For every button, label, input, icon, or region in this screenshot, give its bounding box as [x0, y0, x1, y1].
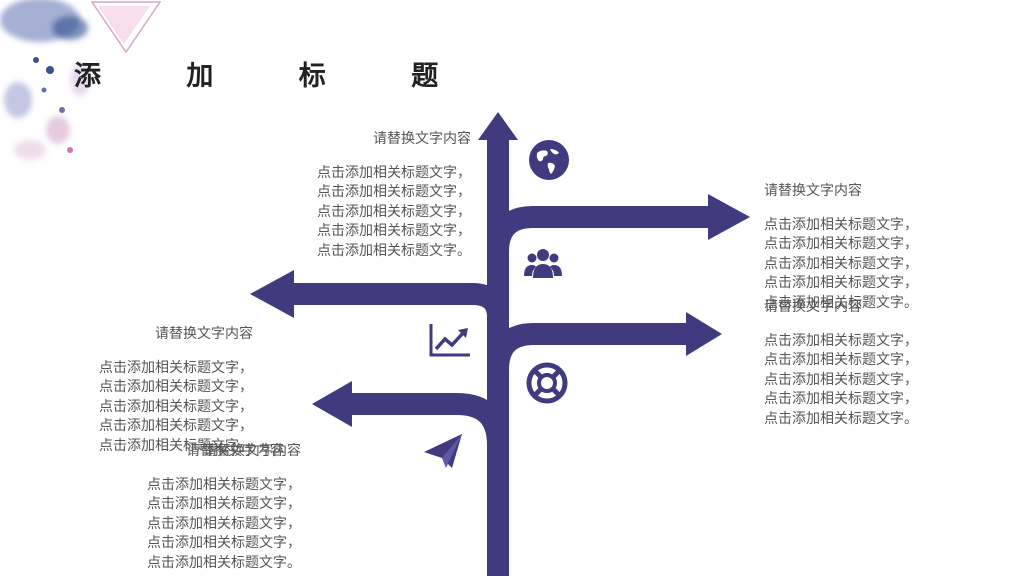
block-line: 点击添加相关标题文字， — [764, 391, 918, 408]
watercolor-decoration — [0, 0, 162, 160]
block-heading: 请替换文字内容 — [373, 131, 471, 147]
block-line: 点击添加相关标题文字。 — [99, 437, 253, 454]
arrow-left-upper — [290, 283, 509, 330]
block-line: 点击添加相关标题文字。 — [147, 554, 301, 571]
text-block-lower-left-heading: 请替换文字内容 — [186, 442, 284, 462]
block-heading: 请替换文字内容 — [155, 326, 253, 342]
block-heading: 请替换文字内容 — [764, 299, 862, 315]
block-line: 点击添加相关标题文字， — [147, 515, 301, 532]
block-line: 点击添加相关标题文字。 — [764, 410, 918, 427]
block-line: 点击添加相关标题文字， — [764, 236, 918, 253]
text-block-top-left: 请替换文字内容 点击添加相关标题文字， 点击添加相关标题文字， 点击添加相关标题… — [317, 130, 471, 262]
text-block-mid-left: 请替换文字内容 点击添加相关标题文字， 点击添加相关标题文字， 点击添加相关标题… — [99, 325, 253, 457]
block-line: 点击添加相关标题文字， — [317, 223, 471, 240]
block-line: 点击添加相关标题文字， — [99, 359, 253, 376]
arrow-up-head — [478, 112, 518, 140]
text-block-bottom-left: 请替换文字内容 点击添加相关标题文字， 点击添加相关标题文字， 点击添加相关标题… — [147, 442, 301, 574]
block-line: 点击添加相关标题文字， — [317, 203, 471, 220]
block-line: 点击添加相关标题文字， — [99, 398, 253, 415]
block-line: 点击添加相关标题文字。 — [317, 242, 471, 259]
arrow-right-lower — [487, 323, 690, 400]
block-line: 点击添加相关标题文字， — [764, 275, 918, 292]
block-line: 点击添加相关标题文字， — [764, 352, 918, 369]
block-heading: 请替换文字内容 — [764, 183, 862, 199]
globe-icon — [529, 140, 569, 180]
block-line: 点击添加相关标题文字， — [147, 476, 301, 493]
arrow-right-upper — [487, 206, 712, 300]
block-heading: 请替换文字内容 — [203, 443, 301, 459]
team-icon — [524, 249, 562, 278]
chart-trend-icon — [429, 324, 470, 357]
block-line: 点击添加相关标题文字， — [317, 164, 471, 181]
arrow-left-lower — [350, 393, 509, 500]
block-line: 点击添加相关标题文字， — [317, 184, 471, 201]
block-line: 点击添加相关标题文字， — [147, 535, 301, 552]
block-line: 点击添加相关标题文字， — [764, 371, 918, 388]
block-line: 点击添加相关标题文字， — [764, 255, 918, 272]
block-line: 点击添加相关标题文字， — [99, 379, 253, 396]
text-block-mid-right: 请替换文字内容 点击添加相关标题文字， 点击添加相关标题文字， 点击添加相关标题… — [764, 298, 918, 430]
block-line: 点击添加相关标题文字， — [764, 216, 918, 233]
block-line: 点击添加相关标题文字， — [99, 418, 253, 435]
text-block-top-right: 请替换文字内容 点击添加相关标题文字， 点击添加相关标题文字， 点击添加相关标题… — [764, 182, 918, 314]
paper-plane-icon — [424, 434, 462, 468]
block-heading: 请替换文字内容 — [186, 443, 284, 459]
lifebuoy-icon — [526, 362, 568, 404]
block-line: 点击添加相关标题文字， — [147, 496, 301, 513]
block-line: 点击添加相关标题文字， — [764, 332, 918, 349]
block-line: 点击添加相关标题文字。 — [764, 294, 918, 311]
slide-title: 添 加 标 题 — [74, 61, 477, 92]
